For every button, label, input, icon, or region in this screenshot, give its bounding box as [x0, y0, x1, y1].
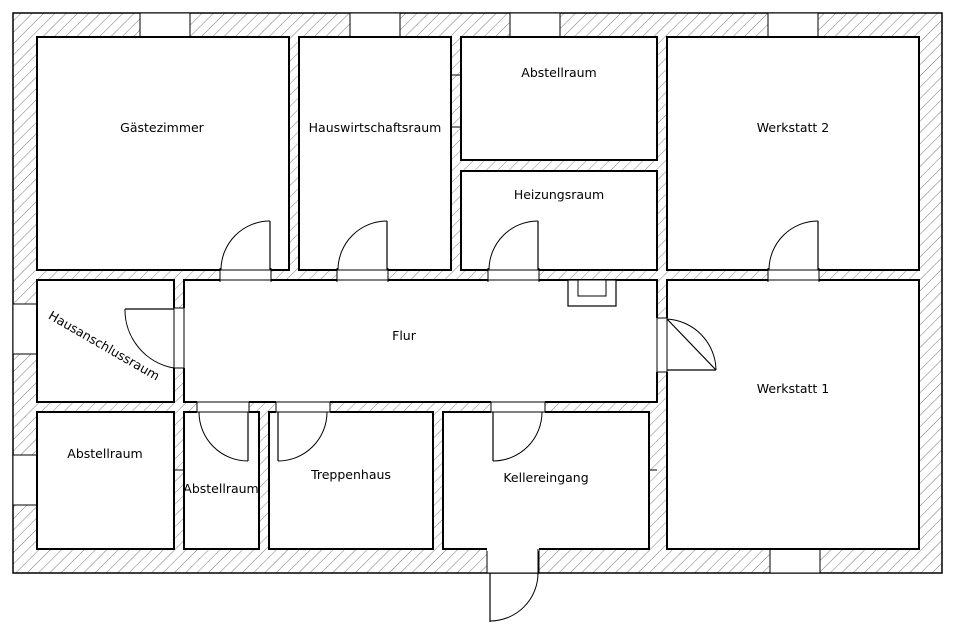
- door-hauswirtschaftsraum: [337, 220, 388, 271]
- room-gaestezimmer: [36, 36, 290, 271]
- room-werkstatt1: [666, 279, 920, 550]
- room-hauswirtschaftsraum: [298, 36, 452, 271]
- door-werkstatt2: [768, 220, 819, 271]
- label-abstellraum-left: Abstellraum: [67, 446, 142, 461]
- label-werkstatt1: Werkstatt 1: [757, 381, 830, 396]
- door-abstellraum-small: [198, 411, 249, 462]
- chimney: [567, 279, 617, 307]
- room-heizungsraum: [460, 170, 658, 271]
- label-abstellraum-top: Abstellraum: [521, 65, 596, 80]
- room-kellereingang: [442, 411, 650, 550]
- room-hausanschlussraum: [36, 279, 175, 403]
- door-werkstatt1: [666, 318, 717, 371]
- inner-wall-details: [174, 74, 657, 471]
- room-treppenhaus: [268, 411, 434, 550]
- label-hauswirtschaftsraum: Hauswirtschaftsraum: [309, 120, 442, 135]
- room-werkstatt2: [666, 36, 920, 271]
- label-gaestezimmer: Gästezimmer: [120, 120, 205, 135]
- label-flur: Flur: [392, 328, 417, 343]
- door-openings: [172, 268, 820, 551]
- door-heizungsraum: [488, 220, 539, 271]
- door-treppenhaus: [277, 411, 328, 462]
- door-kellereingang: [492, 411, 543, 462]
- room-abstellraum-left: [36, 411, 175, 550]
- door-entrance: [489, 549, 539, 622]
- label-treppenhaus: Treppenhaus: [310, 467, 391, 482]
- door-hausanschlussraum: [124, 308, 175, 369]
- label-heizungsraum: Heizungsraum: [514, 187, 604, 202]
- room-abstellraum-top: [460, 36, 658, 161]
- label-werkstatt2: Werkstatt 2: [757, 120, 830, 135]
- label-abstellraum-small: Abstellraum: [183, 481, 258, 496]
- label-kellereingang: Kellereingang: [503, 470, 588, 485]
- windows: [12, 12, 821, 574]
- door-gaestezimmer: [220, 220, 271, 271]
